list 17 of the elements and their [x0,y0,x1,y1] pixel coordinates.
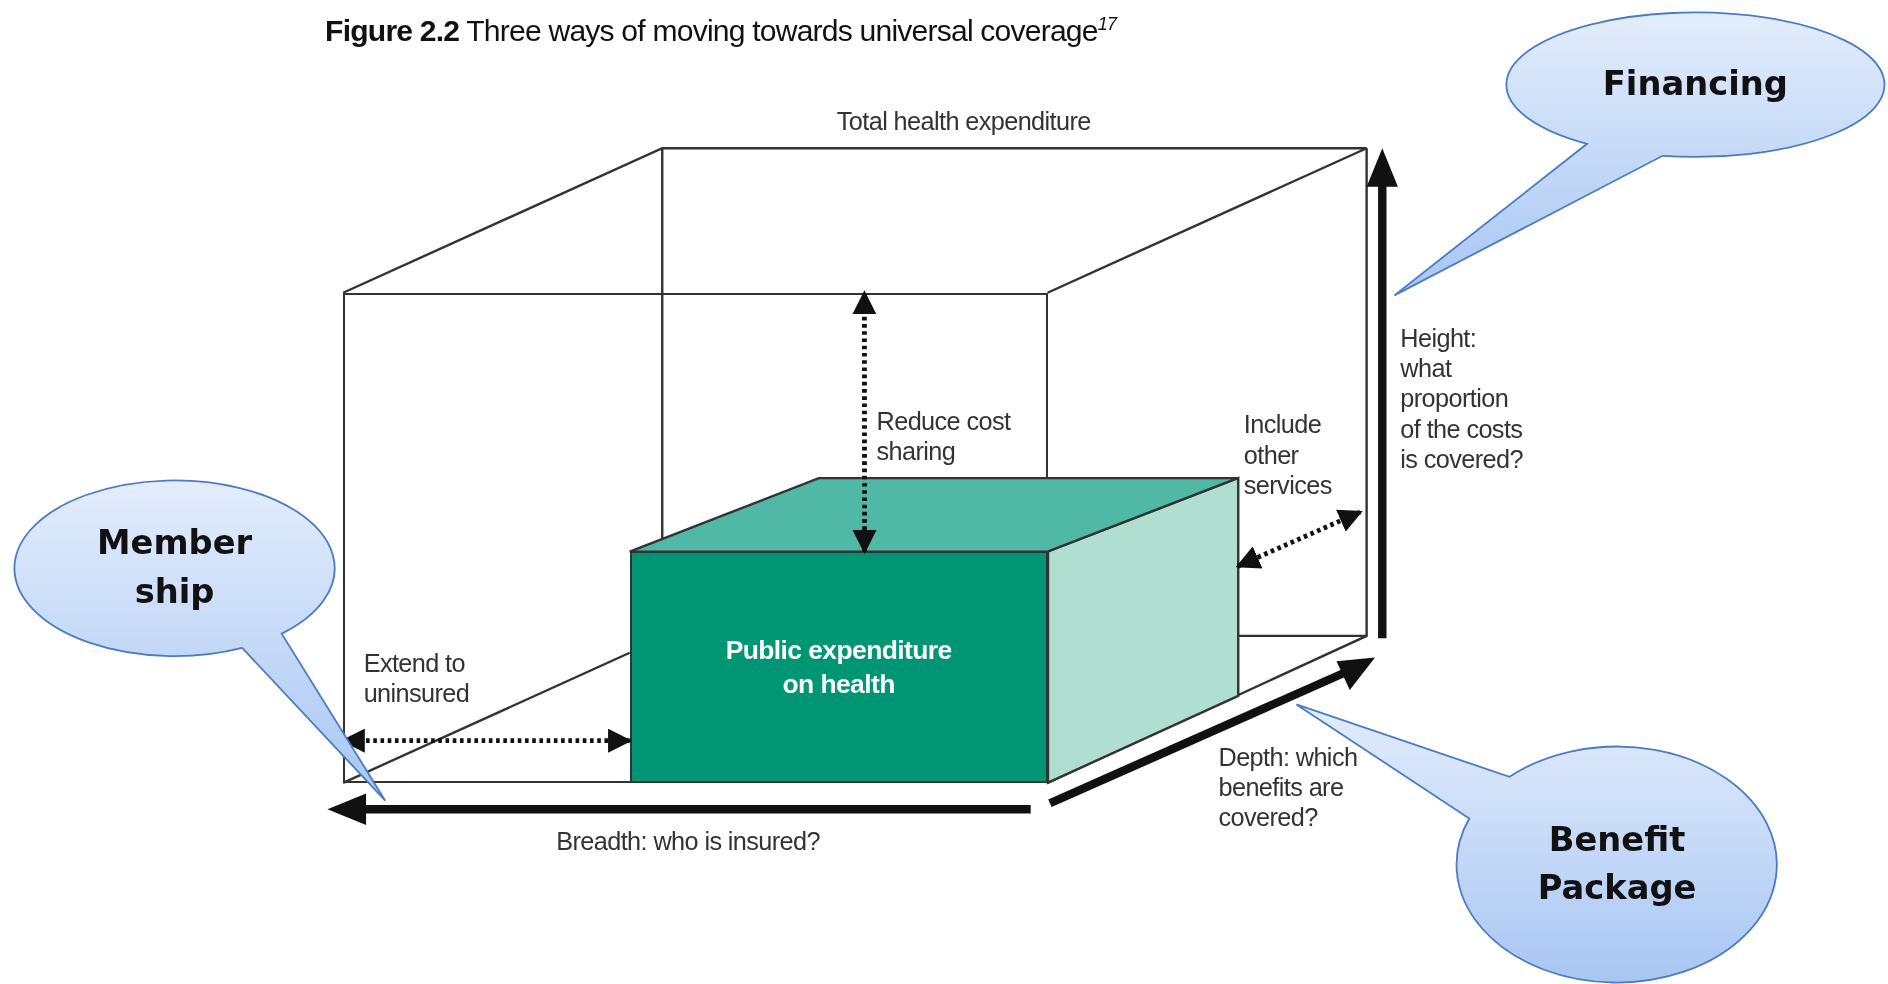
edge-label: Reduce cost sharing [876,405,1012,467]
callout-text: Financing [1602,62,1788,105]
figure-title: Figure 2.2 Three ways of moving towards universal coverage$^{17}$ [325,14,1117,49]
edge-label: Include other services [1243,409,1333,501]
callout-text: Member ship [97,522,253,614]
callout-text: Benefit Package [1537,818,1697,910]
axis-label: Breadth: who is insured? [556,826,821,857]
speech-bubble [1391,9,1887,298]
axis-label: Height: what proportion of the costs is covered? [1400,322,1524,475]
dotted-arrow [1235,509,1363,569]
box-front-face [629,551,1048,783]
cube-label: Total health expenditure [836,105,1092,137]
cube-front-face [343,292,1048,783]
axis-label: Depth: which benefits are covered? [1218,741,1359,833]
dotted-arrow [852,290,877,554]
edge-label: Extend to uninsured [363,647,471,709]
box-label: Public expenditure on health [724,633,953,702]
